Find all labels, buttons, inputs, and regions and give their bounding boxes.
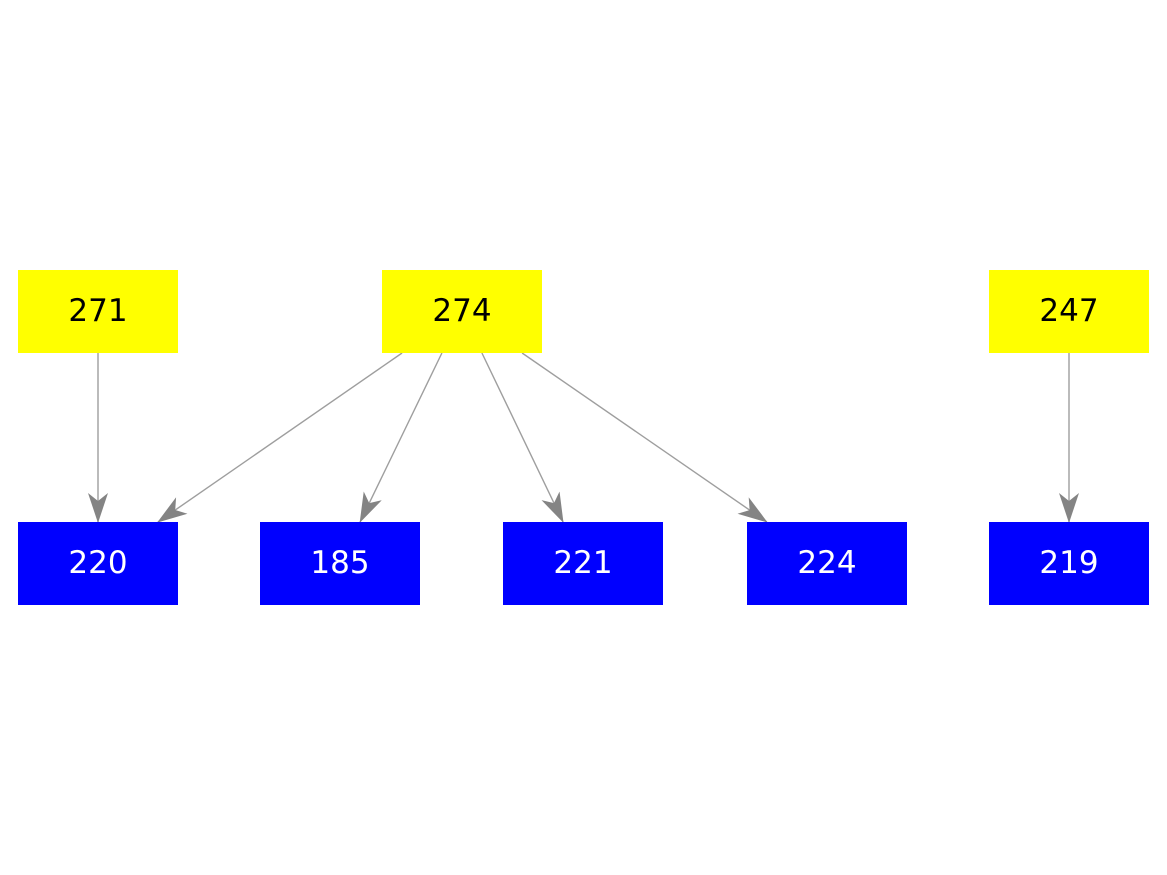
graph-node-224: 224 [747,522,907,605]
node-label: 274 [432,293,492,329]
node-label: 221 [553,545,613,581]
node-label: 271 [68,293,128,329]
node-label: 219 [1039,545,1099,581]
edge-arrow-274-to-224 [521,352,768,523]
edge-arrow-274-to-220 [157,352,403,523]
edge-arrow-274-to-221 [481,352,564,523]
graph-node-221: 221 [503,522,663,605]
node-label: 247 [1039,293,1099,329]
graph-node-271: 271 [18,270,178,353]
node-label: 224 [797,545,857,581]
graph-node-219: 219 [989,522,1149,605]
edge-arrow-274-to-185 [359,352,443,523]
graph-node-185: 185 [260,522,420,605]
graph-node-220: 220 [18,522,178,605]
node-label: 220 [68,545,128,581]
graph-node-274: 274 [382,270,542,353]
graph-node-247: 247 [989,270,1149,353]
node-label: 185 [310,545,370,581]
